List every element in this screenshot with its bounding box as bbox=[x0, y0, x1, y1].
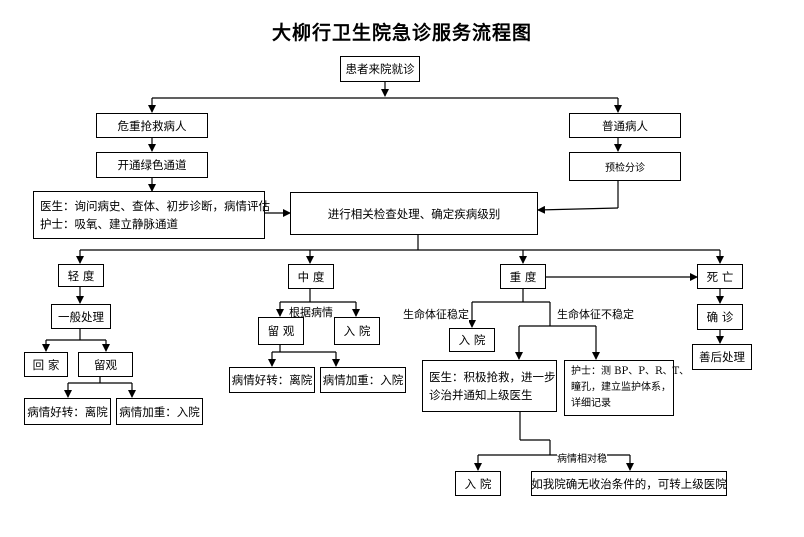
triage-node: 预检分诊 bbox=[569, 152, 681, 181]
moderate-better-node: 病情好转：离院 bbox=[229, 367, 315, 393]
mild-observe-node: 留观 bbox=[78, 352, 133, 377]
severe-nurse-line1: 护士：测 BP、P、R、T、 bbox=[571, 366, 690, 377]
severe-node: 重 度 bbox=[500, 264, 546, 289]
moderate-observe-node: 留 观 bbox=[258, 317, 304, 345]
relatively-stable-label: 病情相对稳 bbox=[557, 450, 607, 465]
normal-patient-node: 普通病人 bbox=[569, 113, 681, 138]
transfer-node: 如我院确无收治条件的，可转上级医院 bbox=[531, 471, 727, 496]
vital-stable-label: 生命体征稳定 bbox=[403, 306, 469, 322]
severe-doctor-node: 医生：积极抢救，进一步 诊治并通知上级医生 bbox=[422, 360, 557, 412]
severe-nurse-line2: 瞳孔，建立监护体系， bbox=[571, 382, 671, 393]
confirm-death-node: 确 诊 bbox=[697, 304, 743, 330]
moderate-admit-node: 入 院 bbox=[334, 317, 380, 345]
severe-doctor-line2: 诊治并通知上级医生 bbox=[429, 388, 533, 402]
general-treatment-node: 一般处理 bbox=[51, 304, 111, 329]
moderate-worse-node: 病情加重：入院 bbox=[320, 367, 406, 393]
moderate-node: 中 度 bbox=[288, 264, 334, 289]
doctor-duties: 医生：询问病史、查体、初步诊断，病情评估 bbox=[40, 199, 270, 213]
by-condition-label: 根据病情 bbox=[289, 304, 333, 320]
green-channel-node: 开通绿色通道 bbox=[96, 152, 208, 178]
severe-nurse-line3: 详细记录 bbox=[571, 398, 611, 409]
page-title: 大柳行卫生院急诊服务流程图 bbox=[271, 22, 532, 44]
doctor-nurse-node: 医生：询问病史、查体、初步诊断，病情评估 护士：吸氧、建立静脉通道 bbox=[33, 191, 270, 239]
final-admit-node: 入 院 bbox=[455, 471, 501, 496]
mild-better-node: 病情好转：离院 bbox=[24, 398, 111, 425]
exam-node: 进行相关检查处理、确定疾病级别 bbox=[290, 192, 538, 235]
start-node: 患者来院就诊 bbox=[340, 56, 420, 82]
aftercare-node: 善后处理 bbox=[692, 344, 752, 370]
severe-admit-node: 入 院 bbox=[449, 328, 495, 352]
mild-node: 轻 度 bbox=[58, 264, 104, 287]
mild-worse-node: 病情加重：入院 bbox=[116, 398, 203, 425]
nurse-duties: 护士：吸氧、建立静脉通道 bbox=[40, 217, 178, 231]
critical-patient-node: 危重抢救病人 bbox=[96, 113, 208, 138]
vital-unstable-label: 生命体征不稳定 bbox=[557, 306, 634, 322]
severe-nurse-node: 护士：测 BP、P、R、T、 瞳孔，建立监护体系， 详细记录 bbox=[564, 360, 689, 416]
go-home-node: 回 家 bbox=[24, 352, 68, 377]
severe-doctor-line1: 医生：积极抢救，进一步 bbox=[429, 370, 556, 384]
death-node: 死 亡 bbox=[697, 264, 743, 289]
